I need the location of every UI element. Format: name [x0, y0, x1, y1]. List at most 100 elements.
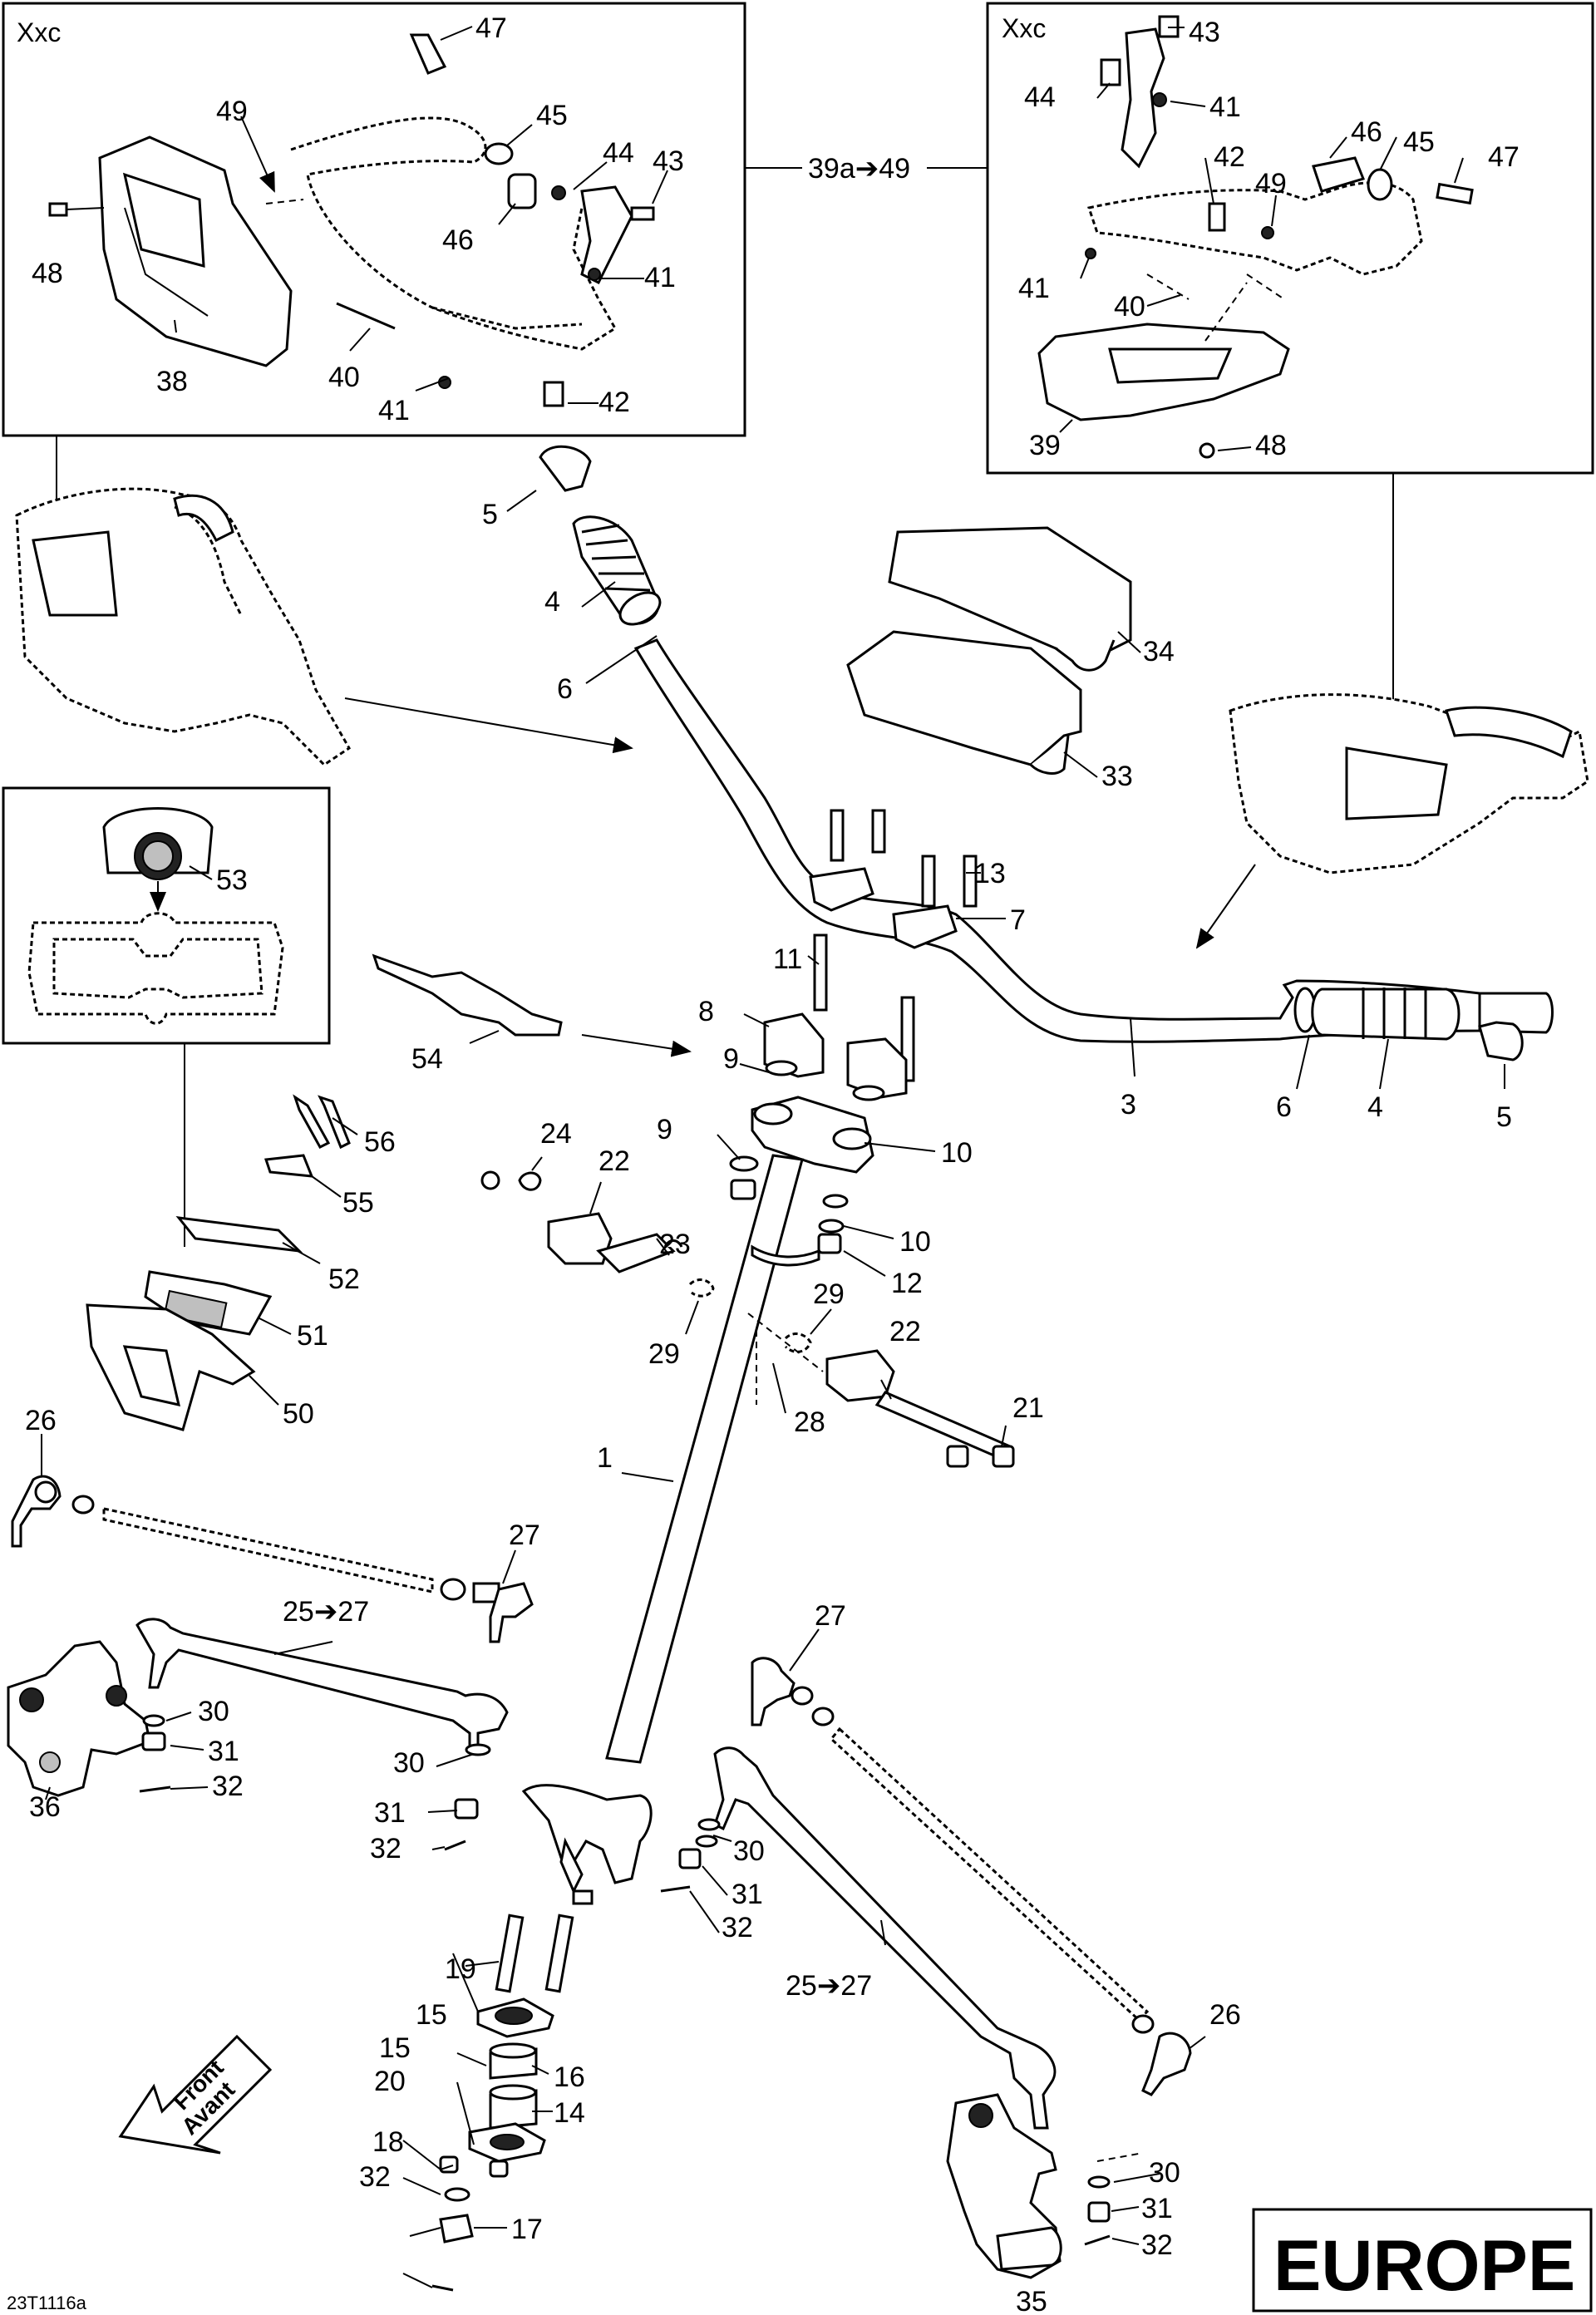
part-label: 33	[1101, 761, 1133, 792]
steering-knuckle	[7, 1640, 151, 1797]
part-label: 43	[1189, 17, 1220, 48]
part-label: 45	[536, 100, 568, 131]
right-handguard-inset: Xxc 43 44 41 42 46 45	[986, 2, 1594, 475]
front-direction-arrow: Front Avant	[118, 2034, 273, 2155]
part-label: 47	[1488, 141, 1520, 173]
part-label: 31	[208, 1736, 239, 1767]
upper-clamp	[892, 904, 958, 949]
range-reference-label: 39a➔49	[808, 153, 910, 185]
part-label: 29	[813, 1278, 845, 1310]
part-label: 11	[773, 943, 802, 975]
part-label: 47	[475, 12, 507, 44]
part-label: 38	[156, 366, 188, 397]
part-label: 42	[598, 387, 630, 418]
part-label: 31	[1141, 2193, 1173, 2224]
left-handguard-assembled	[15, 487, 633, 766]
part-label: 49	[1255, 168, 1287, 199]
part-label: 40	[328, 362, 360, 393]
part-label: 41	[644, 262, 676, 293]
part-label: 50	[283, 1398, 314, 1430]
end-cap	[539, 445, 592, 492]
part-label: 54	[411, 1043, 443, 1075]
part-label: 30	[733, 1835, 765, 1867]
end-cap	[1478, 1021, 1524, 1061]
part-label: 34	[1143, 636, 1175, 667]
part-label: 5	[482, 499, 498, 530]
part-label: 44	[603, 137, 634, 169]
part-label: 15	[416, 1999, 447, 2031]
part-label: 5	[1496, 1101, 1512, 1133]
steering-column: 1	[521, 1154, 820, 1905]
part-label: 32	[1141, 2229, 1173, 2261]
part-label: 12	[891, 1268, 923, 1299]
instrument-parts: 56 55 52 51 50 54	[86, 953, 692, 1431]
part-label: 32	[359, 2161, 391, 2193]
part-label: 22	[598, 1145, 630, 1177]
cover-strip	[175, 1216, 303, 1254]
handlebar-assembly: 5 4 6 34 33 3 6 4 5	[482, 445, 1554, 1133]
bolt	[409, 33, 447, 75]
part-label: 27	[509, 1520, 540, 1551]
part-label: 31	[374, 1797, 406, 1829]
part-label: 46	[442, 224, 474, 256]
steering-support: 24 22 23 22 21 29 29 28	[480, 1118, 1044, 1468]
handlebar-clamps: 13 7 11 8 9 9 10 10 12	[657, 809, 1026, 1299]
upper-clamp	[809, 867, 874, 912]
right-grip	[1311, 988, 1461, 1041]
part-label: 25➔27	[283, 1596, 369, 1628]
part-label: 42	[1214, 141, 1245, 173]
part-label: 26	[1209, 1999, 1241, 2031]
part-label: 29	[648, 1338, 680, 1370]
pad-cover	[846, 630, 1082, 766]
mount-bracket	[372, 953, 563, 1037]
tie-rod	[135, 1618, 509, 1751]
part-label: 43	[653, 145, 684, 177]
part-label: 55	[342, 1187, 374, 1219]
part-label: 10	[941, 1137, 973, 1169]
part-label: 17	[511, 2214, 543, 2245]
instrument-inset: 53	[2, 786, 331, 1045]
handguard-frame	[290, 116, 618, 351]
diagram-code: 23T1116a	[7, 2293, 87, 2313]
steering-arm	[521, 1784, 653, 1884]
part-label: 6	[557, 673, 573, 705]
support-bolt	[874, 1391, 1012, 1460]
part-label: 21	[1012, 1392, 1044, 1424]
left-tie-rod: 26 27 25➔27 30 31 32 36 30 31 32	[7, 1405, 540, 1864]
part-label: 41	[1209, 91, 1241, 123]
part-label: 36	[29, 1791, 61, 1823]
part-label: 53	[216, 864, 248, 896]
part-label: 44	[1024, 81, 1056, 113]
part-label: 49	[216, 96, 248, 127]
lower-bearing: 19 15 16 15 14 20 17 18 32	[359, 1914, 585, 2292]
part-label: 51	[297, 1320, 328, 1352]
part-label: 15	[379, 2032, 411, 2064]
part-label: 22	[889, 1316, 921, 1347]
part-label: 46	[1351, 116, 1382, 148]
part-label: 13	[974, 858, 1006, 889]
part-label: 39	[1029, 430, 1061, 461]
sleeve	[596, 1233, 676, 1273]
left-inset-variant-label: Xxc	[17, 17, 61, 47]
part-label: 48	[32, 258, 63, 289]
part-label: 32	[212, 1771, 244, 1802]
part-label: 27	[815, 1600, 846, 1632]
part-label: 9	[723, 1043, 739, 1075]
part-label: 23	[659, 1229, 691, 1260]
part-label: 41	[1018, 273, 1050, 304]
right-inset-variant-label: Xxc	[1002, 13, 1046, 43]
castle-nut	[439, 2214, 474, 2244]
part-label: 32	[370, 1833, 401, 1864]
part-label: 30	[1149, 2157, 1180, 2189]
part-label: 6	[1276, 1091, 1292, 1123]
bushing-housing	[547, 1212, 613, 1265]
right-handguard-assembled	[1195, 693, 1589, 949]
part-label: 7	[1010, 904, 1026, 936]
part-label: 4	[544, 586, 560, 618]
adjuster-rod	[102, 1507, 434, 1593]
part-label: 9	[657, 1114, 672, 1145]
screw	[318, 1095, 351, 1150]
part-label: 14	[554, 2097, 585, 2129]
part-label: 26	[25, 1405, 57, 1436]
